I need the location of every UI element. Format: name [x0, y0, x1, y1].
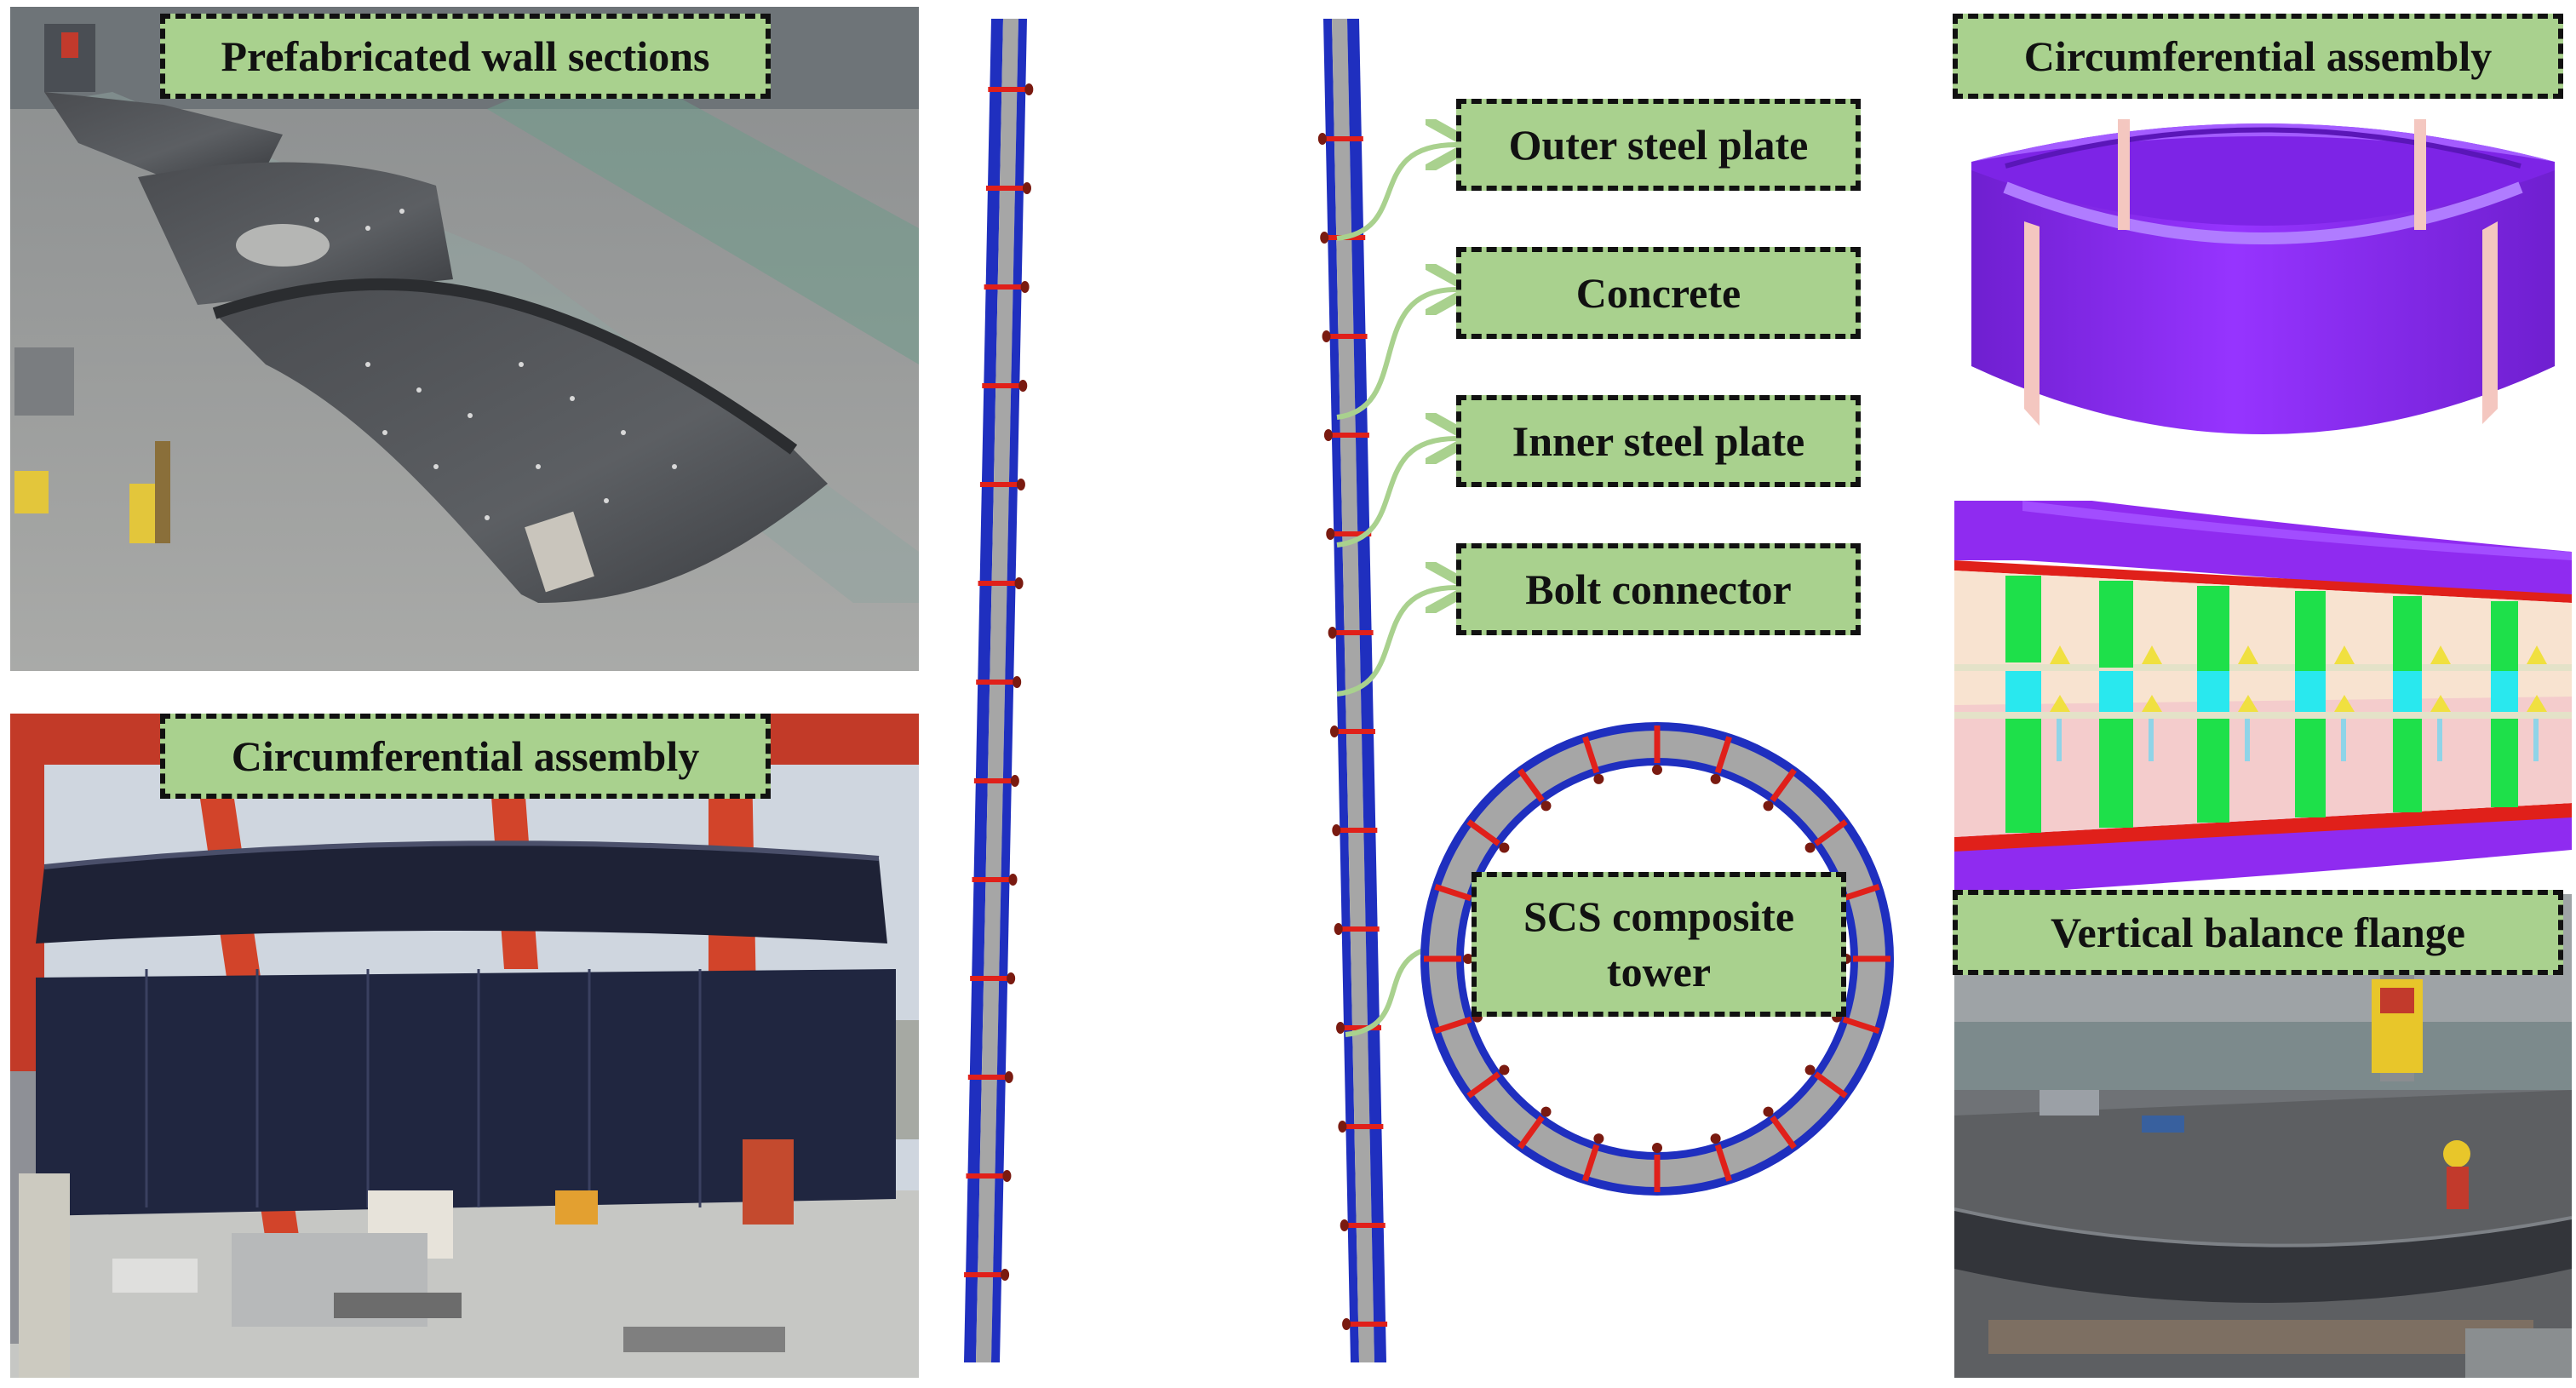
- arrow-concrete: [1337, 290, 1456, 417]
- joint-front-left: [2024, 221, 2040, 426]
- joint-front-right: [2482, 221, 2498, 424]
- ring-bolt-head: [1711, 774, 1721, 784]
- ring-bolt-head: [1805, 1064, 1816, 1075]
- arrow-bolt-connector: [1337, 588, 1456, 694]
- tower-bolt-head: [1023, 182, 1031, 194]
- tower-bolt-head: [1342, 1318, 1351, 1330]
- flange-detail-model: [1954, 501, 2572, 892]
- flange-bolt-stem: [2533, 719, 2539, 761]
- flange-block-cyan: [2099, 671, 2133, 712]
- arrow-outer-steel-plate: [1337, 145, 1456, 238]
- label-circumferential-assembly-photo: Circumferential assembly: [160, 714, 771, 799]
- ring-bolt-head: [1593, 774, 1604, 784]
- ring-bolt-head: [1711, 1133, 1721, 1144]
- flange-block-green: [2005, 576, 2041, 662]
- flange-block-green: [2099, 581, 2133, 668]
- tower-bolt-head: [1001, 1269, 1009, 1281]
- tower-bolt-left: [972, 877, 1013, 882]
- flange-bolt-stem: [2245, 719, 2250, 761]
- label-scs-composite-tower: SCS composite tower: [1472, 872, 1846, 1017]
- tower-bolt-left: [964, 1272, 1005, 1277]
- tower-bolt-left: [970, 976, 1011, 981]
- tower-bolt-head: [1017, 479, 1025, 490]
- flange-bolt-stem: [2341, 719, 2346, 761]
- flange-bolt-stem: [2437, 719, 2442, 761]
- scs-label-line-2: tower: [1607, 944, 1711, 1000]
- joint-back-left: [2118, 119, 2130, 230]
- flange-block-green: [2295, 719, 2326, 817]
- tower-bolt-left: [968, 1075, 1009, 1080]
- tower-bolt-left: [978, 581, 1019, 586]
- flange-bolt-stem: [2149, 719, 2154, 761]
- tower-bolt-right: [1346, 1322, 1387, 1327]
- flange-block-cyan: [2393, 671, 2422, 712]
- arrow-inner-steel-plate: [1337, 439, 1456, 545]
- flange-block-green: [2005, 719, 2041, 833]
- tower-bolt-left: [974, 778, 1015, 783]
- tower-bolt-head: [1018, 380, 1027, 392]
- label-circumferential-assembly-model: Circumferential assembly: [1953, 14, 2563, 99]
- flange-block-cyan: [2197, 671, 2229, 712]
- tower-bolt-left: [988, 87, 1029, 92]
- label-vertical-balance-flange: Vertical balance flange: [1953, 890, 2563, 975]
- ring-bolt-head: [1805, 843, 1816, 853]
- flange-block-green: [2393, 596, 2422, 683]
- ring-bolt-head: [1499, 843, 1509, 853]
- tower-bolt-left: [986, 186, 1027, 191]
- scs-label-line-1: SCS composite: [1523, 889, 1794, 944]
- tower-bolt-head: [1011, 775, 1019, 787]
- flange-block-cyan: [2005, 671, 2041, 712]
- tower-bolt-head: [1021, 281, 1030, 293]
- tower-bolt-head: [1005, 1071, 1013, 1083]
- tower-bolt-left: [980, 482, 1021, 487]
- tower-bolt-head: [1013, 676, 1021, 688]
- prefab-wall-sections-photo: [10, 7, 919, 671]
- ring-bolt-head: [1499, 1064, 1509, 1075]
- label-outer-steel-plate: Outer steel plate: [1456, 99, 1861, 191]
- ring-bolt-head: [1652, 765, 1662, 775]
- ring-bolt-head: [1593, 1133, 1604, 1144]
- ring-bolt-head: [1763, 800, 1773, 811]
- tower-bolt-head: [1007, 972, 1015, 984]
- ring-bolt-head: [1541, 800, 1552, 811]
- flange-block-green: [2393, 719, 2422, 812]
- ring-bolt-head: [1541, 1107, 1552, 1117]
- flange-block-cyan: [2295, 671, 2326, 712]
- tower-bolt-head: [1024, 83, 1033, 95]
- tower-bolt-left: [982, 383, 1023, 388]
- flange-block-green: [2099, 719, 2133, 828]
- tower-bolt-head: [1002, 1170, 1011, 1182]
- label-concrete: Concrete: [1456, 247, 1861, 339]
- circumferential-assembly-photo: [10, 714, 919, 1378]
- flange-block-cyan: [2491, 671, 2518, 712]
- flange-bolt-stem: [2057, 719, 2062, 761]
- ring-bolt-head: [1763, 1107, 1773, 1117]
- flange-block-green: [2197, 719, 2229, 823]
- flange-block-green: [2295, 591, 2326, 678]
- tower-bolt-head: [1015, 577, 1024, 589]
- tower-bolt-left: [984, 284, 1025, 290]
- tower-bolt-head: [1008, 874, 1017, 886]
- flange-block-green: [2491, 719, 2518, 807]
- label-inner-steel-plate: Inner steel plate: [1456, 395, 1861, 487]
- flange-block-green: [2197, 586, 2229, 673]
- label-prefabricated-wall-sections: Prefabricated wall sections: [160, 14, 771, 99]
- label-bolt-connector: Bolt connector: [1456, 543, 1861, 635]
- joint-back-right: [2414, 119, 2426, 230]
- ring-bolt-head: [1652, 1143, 1662, 1153]
- tower-bolt-left: [966, 1173, 1007, 1179]
- tower-bolt-left: [976, 680, 1017, 685]
